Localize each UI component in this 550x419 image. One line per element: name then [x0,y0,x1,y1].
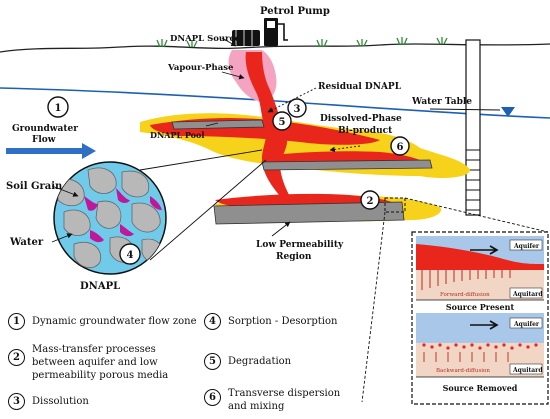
inset-source-removed: Source Removed [443,383,518,393]
monitoring-well [465,39,481,216]
low-permeability-label-line2: Region [276,252,312,262]
diffusion-inset-panel [411,231,549,405]
marker-2 [360,190,380,210]
legend-num-4: 4 [204,313,221,330]
inset-backward-diffusion: Backward-diffusion [436,368,490,374]
soil-grain-zoom [53,161,167,275]
residual-dnapl-label: Residual DNAPL [318,82,402,92]
legend-text-2-line2: between aquifer and low [32,357,158,368]
marker-4 [119,243,141,265]
water-label: Water [9,237,44,248]
inset-source-box [384,197,406,213]
inset-connector-2 [404,197,549,233]
groundwater-label-line1: Groundwater [12,124,78,134]
legend-item-2: 2 Mass-transfer processes between aquife… [8,341,168,382]
legend-item-3: 3 Dissolution [8,393,89,410]
legend-text-2-line3: permeability porous media [32,370,169,381]
zoom-line-top [139,149,263,171]
legend-num-2: 2 [8,349,25,366]
water-table-label: Water Table [411,97,472,107]
legend-num-1: 1 [8,313,25,330]
dnapl-source-label: DNAPL Source [170,34,241,44]
diagram-markers [47,96,410,265]
legend-text-6: Transverse dispersion and mixing [228,385,340,413]
groundwater-flow-arrow [6,143,96,159]
marker-6 [390,136,410,156]
legend-text-3: Dissolution [32,396,89,407]
marker-5 [272,111,292,131]
groundwater-label-line2: Flow [32,135,56,145]
legend-item-5: 5 Degradation [204,353,291,370]
marker-1 [47,96,69,118]
zoom-line-bottom [149,159,267,261]
legend-text-6-line1: Transverse dispersion [228,388,341,399]
inset-connector-1 [361,211,386,403]
legend-item-1: 1 Dynamic groundwater flow zone [8,313,197,330]
marker-3-label: 3 [294,104,301,115]
inset-forward-diffusion: Forward-diffusion [440,292,490,298]
inset-source-present: Source Present [446,302,515,312]
legend-num-6: 6 [204,389,221,406]
leader-lines [51,37,501,243]
clay-lens-mid [261,159,433,171]
legend-text-1: Dynamic groundwater flow zone [32,316,197,327]
dissolved-phase-label-line2: Bi-product [338,126,393,136]
vapour-phase-label: Vapour-Phase [167,63,234,73]
legend-text-4: Sorption - Desorption [228,316,338,327]
ground-surface-line [0,43,550,53]
inset-aquifer-bottom: Aquifer [513,321,540,328]
legend-item-6: 6 Transverse dispersion and mixing [204,385,340,413]
petrol-pump-icon [232,18,288,46]
dissolved-phase-label-line1: Dissolved-Phase [320,114,402,124]
legend-item-4: 4 Sorption - Desorption [204,313,337,330]
dnapl-pool-lens [171,119,265,130]
water-table-triangle-icon [501,107,515,117]
marker-5-label: 5 [279,117,286,128]
marker-1-label: 1 [55,103,62,114]
marker-4-label: 4 [127,250,134,261]
legend: 1 Dynamic groundwater flow zone 4 Sorpti… [0,305,400,419]
marker-2-label: 2 [367,196,374,207]
legend-text-6-line2: and mixing [228,401,285,412]
marker-6-label: 6 [397,142,404,153]
dnapl-pool-label: DNAPL Pool [150,130,204,140]
inset-aquitard-top: Aquitard [512,291,543,298]
grass-tufts [156,37,448,48]
inset-aquifer-top: Aquifer [513,243,540,250]
petrol-pump-label: Petrol Pump [260,6,330,17]
low-permeability-label-line1: Low Permeability [256,240,344,250]
marker-3 [287,98,307,118]
legend-text-5: Degradation [228,356,292,367]
low-permeability-lens [213,201,405,225]
inset-aquitard-bottom: Aquitard [512,367,543,374]
legend-num-3: 3 [8,393,25,410]
legend-num-5: 5 [204,353,221,370]
legend-text-2-line1: Mass-transfer processes [32,344,156,355]
dnapl-label: DNAPL [80,281,120,292]
legend-text-2: Mass-transfer processes between aquifer … [32,341,168,382]
soil-grain-label: Soil Grain [6,181,63,192]
